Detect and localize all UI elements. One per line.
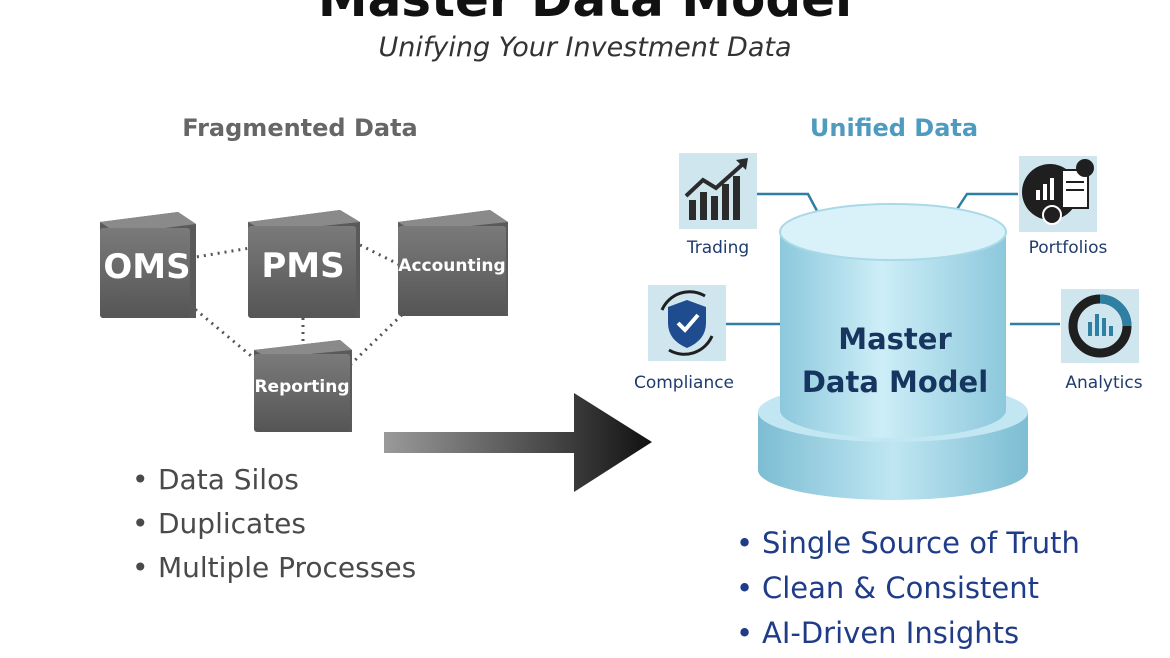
shield-check-icon	[648, 285, 726, 361]
transition-arrow	[384, 393, 652, 492]
cube-reporting: Reporting	[254, 340, 352, 432]
list-item: AI-Driven Insights	[736, 611, 1080, 656]
database-label: Master Data Model	[780, 318, 1010, 404]
database-label-line2: Data Model	[801, 365, 989, 399]
list-item: Clean & Consistent	[736, 566, 1080, 611]
fragmented-bullet-list: Data Silos Duplicates Multiple Processes	[132, 458, 416, 590]
cube-pms-label: PMS	[261, 246, 344, 286]
list-item: Duplicates	[132, 502, 416, 546]
cube-accounting: Accounting	[398, 210, 508, 316]
page-title: Master Data Model	[0, 0, 1170, 28]
database-label-line1: Master	[838, 322, 952, 356]
compliance-label: Compliance	[633, 373, 735, 393]
trading-chart-icon	[679, 153, 757, 229]
list-item: Data Silos	[132, 458, 416, 502]
portfolio-report-icon	[1019, 156, 1097, 232]
cube-reporting-label: Reporting	[254, 377, 349, 397]
analytics-gauge-icon	[1061, 289, 1139, 363]
cube-accounting-label: Accounting	[398, 256, 505, 276]
database-cylinder	[758, 203, 1028, 500]
list-item: Multiple Processes	[132, 546, 416, 590]
list-item: Single Source of Truth	[736, 521, 1080, 566]
unified-heading: Unified Data	[809, 114, 979, 142]
analytics-label: Analytics	[1065, 373, 1143, 393]
cube-oms: OMS	[100, 212, 196, 318]
page-subtitle: Unifying Your Investment Data	[378, 32, 792, 63]
portfolios-label: Portfolios	[1028, 238, 1108, 258]
cube-pms: PMS	[248, 210, 360, 318]
fragmented-heading: Fragmented Data	[182, 114, 418, 142]
trading-label: Trading	[686, 238, 750, 258]
unified-bullet-list: Single Source of Truth Clean & Consisten…	[736, 521, 1080, 656]
cube-oms-label: OMS	[103, 247, 190, 287]
